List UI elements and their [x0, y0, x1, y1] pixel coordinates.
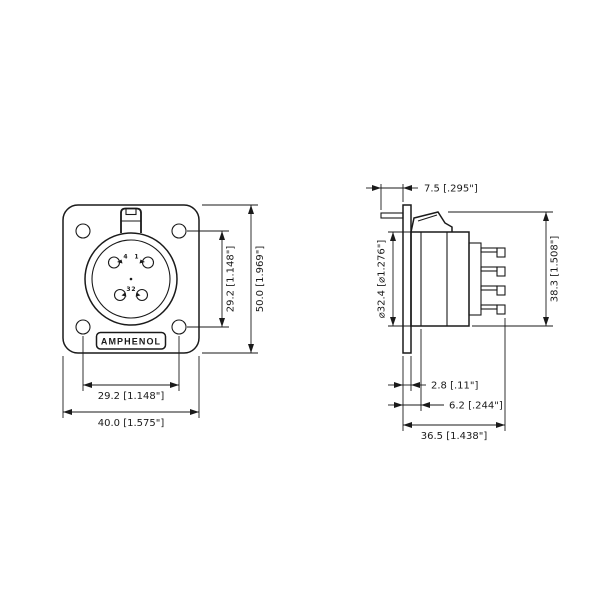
dim-text: 6.2 [.244"]	[449, 401, 503, 412]
contact-tab	[480, 247, 498, 253]
dim-overall-depth: 36.5 [1.438"]	[402, 318, 506, 442]
dim-text: ⌀32.4 [⌀1.276"]	[377, 240, 388, 319]
pin-4	[107, 256, 121, 269]
mounting-hole-bottom-right	[171, 319, 187, 335]
latch-lever	[410, 211, 453, 233]
mounting-hole-top-right	[171, 223, 187, 239]
contact-tab	[480, 304, 498, 310]
pin-1	[141, 256, 155, 269]
latch	[120, 207, 142, 233]
dim-shell-diameter: ⌀32.4 [⌀1.276"]	[377, 231, 411, 327]
latch-lever-outline	[410, 211, 453, 233]
front-view: 4 1 3 2 AMPHENOL 29.2 [1.148"] 50.0 [1.9…	[62, 204, 266, 429]
contact-pins: 4 1 3 2	[107, 254, 155, 302]
pin-1-pointer	[139, 259, 145, 264]
dim-text: 2.8 [.11"]	[431, 381, 478, 392]
connector-body	[410, 231, 470, 327]
dim-body-height: 38.3 [1.508"]	[448, 211, 561, 327]
mounting-hole-top-left	[75, 223, 91, 239]
dim-text: 29.2 [1.148"]	[226, 246, 237, 313]
dim-overall-width: 40.0 [1.575"]	[62, 356, 200, 429]
pin-label-3: 3	[126, 286, 130, 293]
contact-hook	[496, 285, 506, 296]
dim-text: 38.3 [1.508"]	[550, 236, 561, 303]
shell-outer-circle	[84, 232, 178, 326]
dim-overall-height: 50.0 [1.969"]	[202, 204, 266, 354]
mounting-hole-bottom-left	[75, 319, 91, 335]
insert-circle	[91, 239, 171, 319]
dim-text: 29.2 [1.148"]	[98, 391, 165, 402]
dim-text: 7.5 [.295"]	[424, 184, 478, 195]
dim-hole-spacing-horizontal: 29.2 [1.148"]	[82, 336, 180, 402]
dim-front-protrusion: 7.5 [.295"]	[366, 184, 478, 210]
dim-panel-thickness: 2.8 [.11"]	[388, 356, 478, 392]
side-view: 7.5 [.295"] ⌀32.4 [⌀1.276"] 38.3 [1.508"…	[366, 184, 561, 442]
contact-hook	[496, 266, 506, 277]
flange-outline	[62, 204, 200, 354]
dim-flange-to-step: 6.2 [.244"]	[388, 329, 503, 412]
center-mark	[129, 277, 133, 281]
latch-button	[125, 207, 137, 216]
dim-text: 36.5 [1.438"]	[421, 431, 488, 442]
contact-tab	[480, 266, 498, 272]
rear-insert	[468, 242, 482, 316]
latch-release-tab	[380, 212, 404, 219]
dim-text: 40.0 [1.575"]	[98, 418, 165, 429]
contact-hook	[496, 304, 506, 315]
dim-hole-spacing-vertical: 29.2 [1.148"]	[187, 230, 237, 328]
contact-tab	[480, 285, 498, 291]
dim-text: 50.0 [1.969"]	[255, 246, 266, 313]
contact-hook	[496, 247, 506, 258]
pin-label-1: 1	[134, 254, 138, 261]
panel-flange	[402, 204, 412, 354]
pin-2-pointer	[135, 292, 141, 297]
latch-lever-detail	[417, 214, 438, 222]
brand-label: AMPHENOL	[101, 337, 161, 347]
pin-label-2: 2	[131, 286, 135, 293]
brand-badge: AMPHENOL	[95, 331, 167, 350]
pin-3-pointer	[121, 292, 127, 297]
pin-4-pointer	[117, 259, 123, 264]
solder-contacts	[480, 247, 506, 315]
pin-label-4: 4	[123, 254, 127, 261]
brand-badge-frame	[95, 331, 167, 350]
